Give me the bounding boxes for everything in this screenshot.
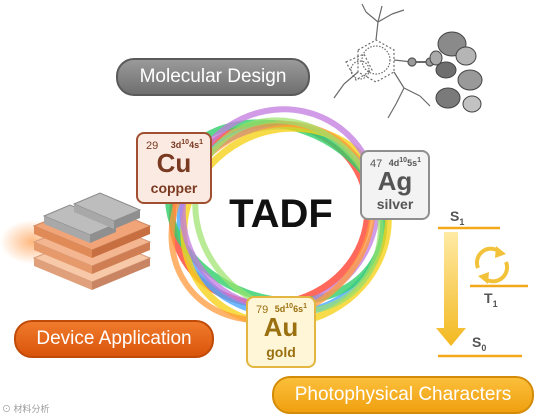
watermark-text: ⊙ 材料分析	[2, 404, 50, 414]
copper-electron-config: 3d104s1	[170, 139, 203, 150]
copper-atomic-number: 29	[146, 140, 159, 152]
copper-element-tile: 29 3d104s1 Cu copper	[136, 132, 212, 204]
gold-element-tile: 79 5d106s1 Au gold	[246, 296, 316, 368]
silver-atomic-number: 47	[370, 158, 383, 170]
ring-lime	[192, 117, 384, 315]
s0-level-label: S0	[472, 334, 487, 353]
silver-symbol: Ag	[377, 166, 413, 196]
device-stack-illustration	[0, 192, 152, 290]
gold-electron-config: 5d106s1	[274, 303, 307, 314]
silver-element-tile: 47 4d105s1 Ag silver	[360, 150, 430, 220]
copper-symbol: Cu	[156, 148, 192, 178]
silver-name: silver	[376, 196, 414, 212]
orbital-lobes	[429, 31, 483, 113]
device-application-label: Device Application	[14, 320, 214, 358]
gold-name: gold	[266, 344, 296, 360]
molecular-design-label: Molecular Design	[116, 58, 310, 96]
tadf-title: TADF	[229, 192, 333, 236]
molecule-illustration	[333, 3, 435, 119]
photophysical-characters-label: Photophysical Characters	[272, 376, 534, 414]
gold-atomic-number: 79	[256, 304, 269, 316]
copper-name: copper	[150, 180, 198, 196]
energy-diagram	[436, 226, 528, 358]
gold-symbol: Au	[263, 312, 299, 342]
t1-level-label: T1	[484, 290, 498, 309]
s1-level-label: S1	[450, 208, 465, 227]
silver-electron-config: 4d105s1	[388, 157, 421, 168]
